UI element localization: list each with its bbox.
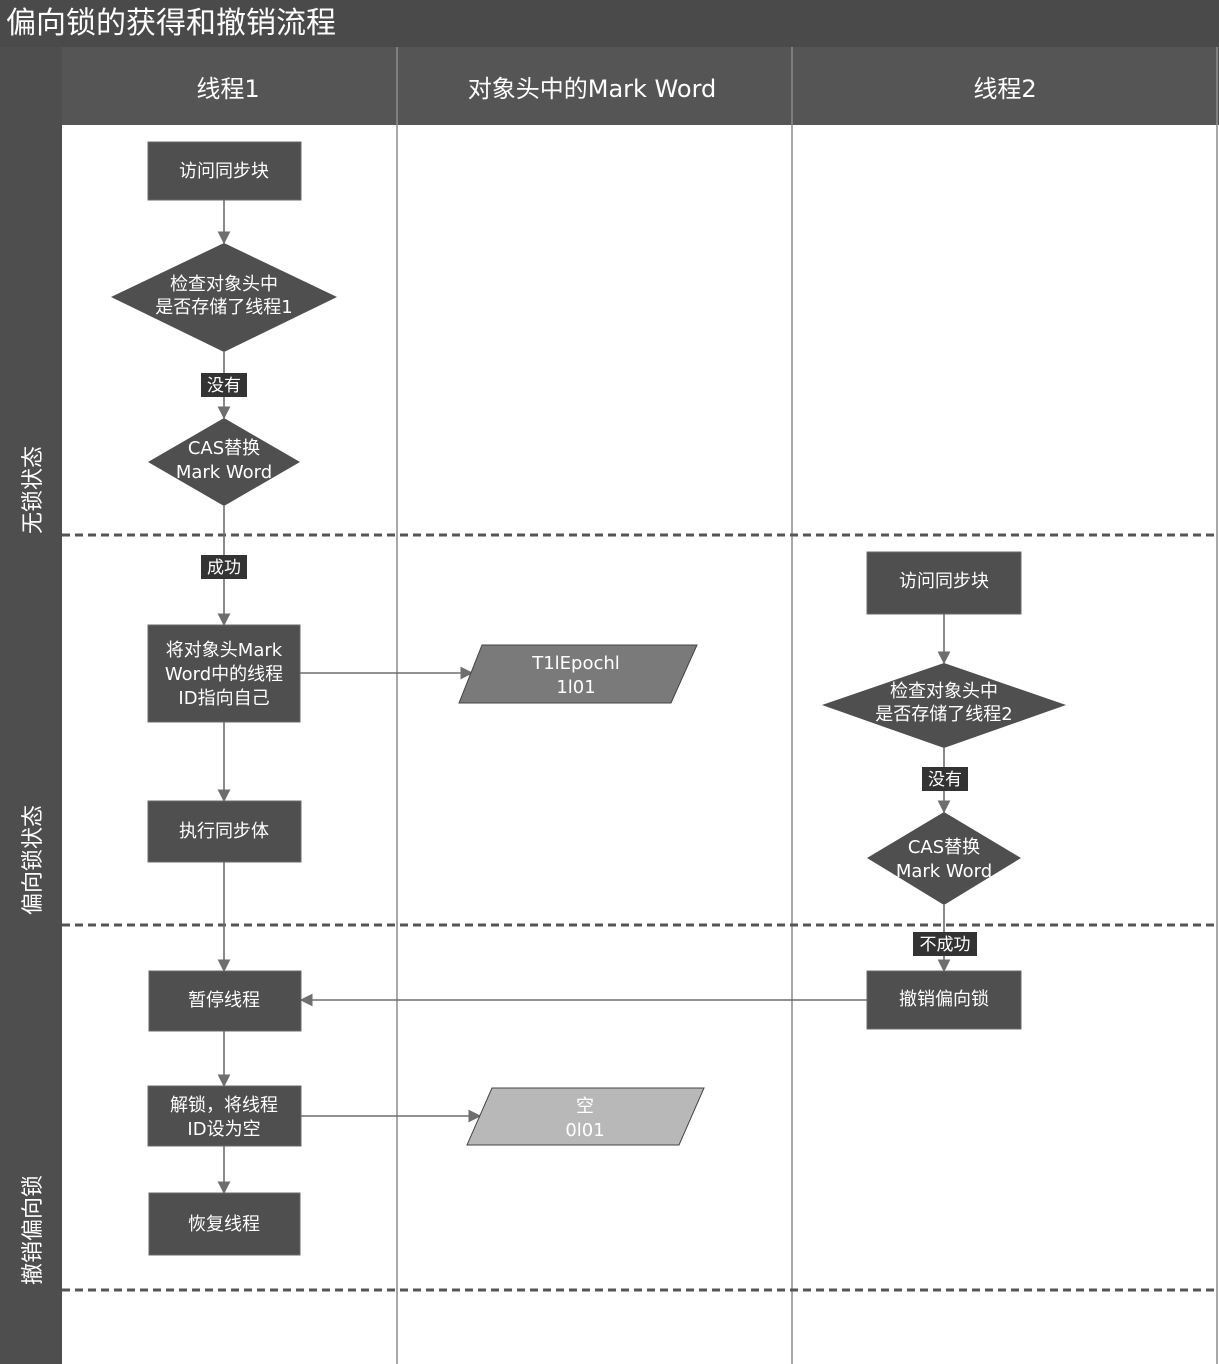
process-box (148, 1192, 301, 1256)
node-label: ID指向自己 (178, 688, 269, 709)
stage-label-biased: 偏向锁状态 (21, 805, 46, 915)
node-label: Word中的线程 (165, 664, 283, 685)
process-box (147, 800, 302, 863)
node-label: 检查对象头中 (170, 274, 278, 295)
lane-title-thread2: 线程2 (973, 75, 1036, 103)
node-label: 执行同步体 (179, 821, 269, 842)
process-box (148, 970, 302, 1032)
lane-title-markword: 对象头中的Mark Word (468, 75, 717, 103)
edge-label: 没有 (928, 770, 962, 790)
node-label: 是否存储了线程2 (875, 704, 1012, 725)
node-label: T1lEpochl (531, 653, 620, 674)
edge-label: 没有 (207, 376, 241, 396)
process-box (147, 141, 302, 201)
process-box (147, 624, 301, 723)
node-label: 访问同步块 (179, 161, 269, 182)
stage-label-revoke: 撤销偏向锁 (21, 1175, 46, 1285)
node-label: 恢复线程 (188, 1214, 260, 1235)
node-label: ID设为空 (187, 1119, 260, 1140)
node-label: 1l01 (556, 677, 595, 698)
process-box (147, 1085, 302, 1147)
node-label: 空 (576, 1096, 594, 1117)
edge-label-badge (201, 555, 247, 579)
edge-label: 不成功 (920, 935, 971, 955)
markword-data-parallelogram (466, 1087, 705, 1146)
decision-diamond (867, 812, 1021, 905)
stage-label-unlocked: 无锁状态 (21, 446, 46, 534)
node-label: Mark Word (176, 462, 272, 483)
node-label: 暂停线程 (188, 990, 260, 1011)
node-label: CAS替换 (188, 438, 260, 459)
edge-label-badge (913, 932, 977, 956)
node-label: 是否存储了线程1 (155, 297, 292, 318)
process-box (866, 970, 1022, 1030)
node-label: 将对象头Mark (166, 640, 283, 661)
edge-label: 成功 (207, 558, 241, 578)
node-label: 0l01 (565, 1120, 604, 1141)
stage-sidebar (0, 47, 62, 1364)
title-bar (0, 0, 1219, 47)
decision-diamond (148, 418, 300, 506)
node-label: 检查对象头中 (890, 681, 998, 702)
node-label: 访问同步块 (899, 571, 989, 592)
page-title: 偏向锁的获得和撤销流程 (6, 6, 336, 41)
node-label: 解锁，将线程 (170, 1095, 278, 1116)
decision-diamond (111, 243, 337, 352)
markword-data-parallelogram (458, 644, 698, 704)
lane-title-thread1: 线程1 (196, 75, 259, 103)
decision-diamond (822, 663, 1066, 748)
edge-label-badge (201, 373, 247, 397)
node-label: Mark Word (896, 861, 992, 882)
node-label: 撤销偏向锁 (899, 989, 989, 1010)
process-box (866, 551, 1022, 615)
edge-label-badge (922, 767, 968, 791)
node-label: CAS替换 (908, 837, 980, 858)
lane-header (62, 47, 1219, 125)
